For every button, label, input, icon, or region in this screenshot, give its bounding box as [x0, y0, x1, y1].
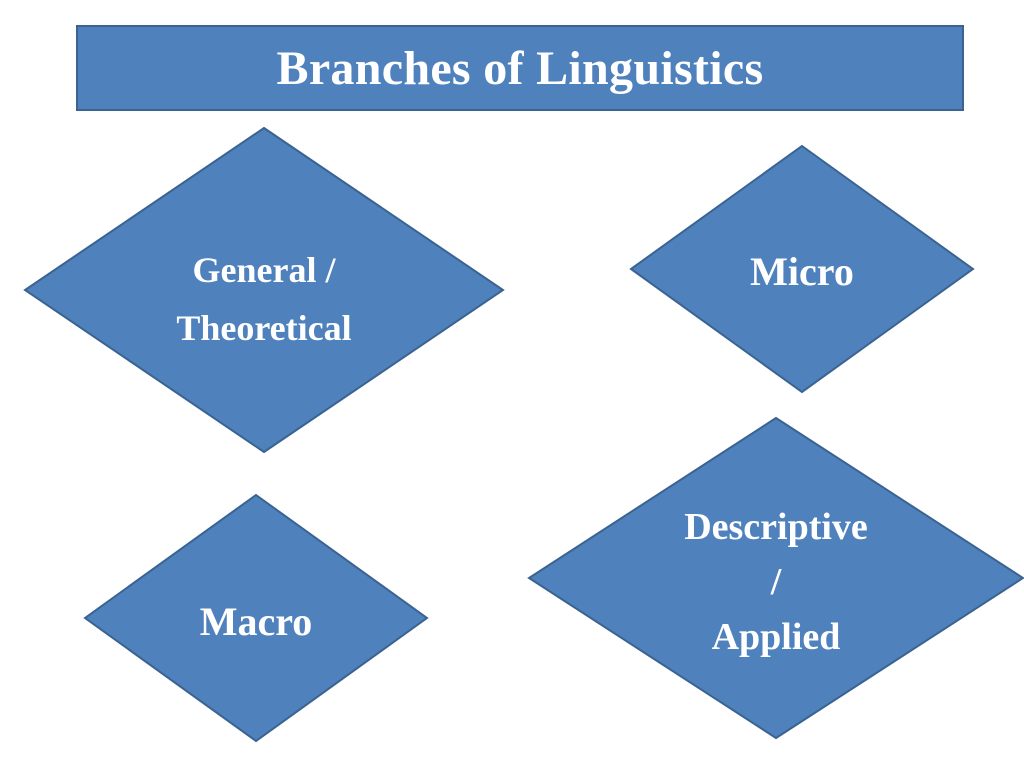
micro-label: Micro	[702, 248, 902, 296]
descriptive-applied-line-3: Applied	[711, 616, 841, 658]
micro-line-1: Micro	[750, 249, 854, 294]
general-theoretical-label: General / Theoretical	[144, 241, 384, 357]
descriptive-applied-diamond	[527, 416, 1024, 740]
general-theoretical-line-2: Theoretical	[176, 308, 352, 348]
macro-line-1: Macro	[199, 599, 313, 644]
descriptive-applied-line-1: Descriptive	[684, 506, 868, 548]
general-theoretical-line-1: General /	[192, 250, 336, 290]
diagram-title: Branches of Linguistics	[276, 41, 764, 95]
macro-label: Macro	[156, 598, 356, 646]
title-box: Branches of Linguistics	[76, 25, 964, 111]
general-theoretical-diamond	[23, 126, 505, 454]
macro-diamond	[83, 493, 429, 743]
descriptive-applied-line-2: /	[770, 561, 782, 603]
descriptive-applied-label: Descriptive / Applied	[636, 500, 916, 665]
micro-diamond	[629, 144, 975, 394]
